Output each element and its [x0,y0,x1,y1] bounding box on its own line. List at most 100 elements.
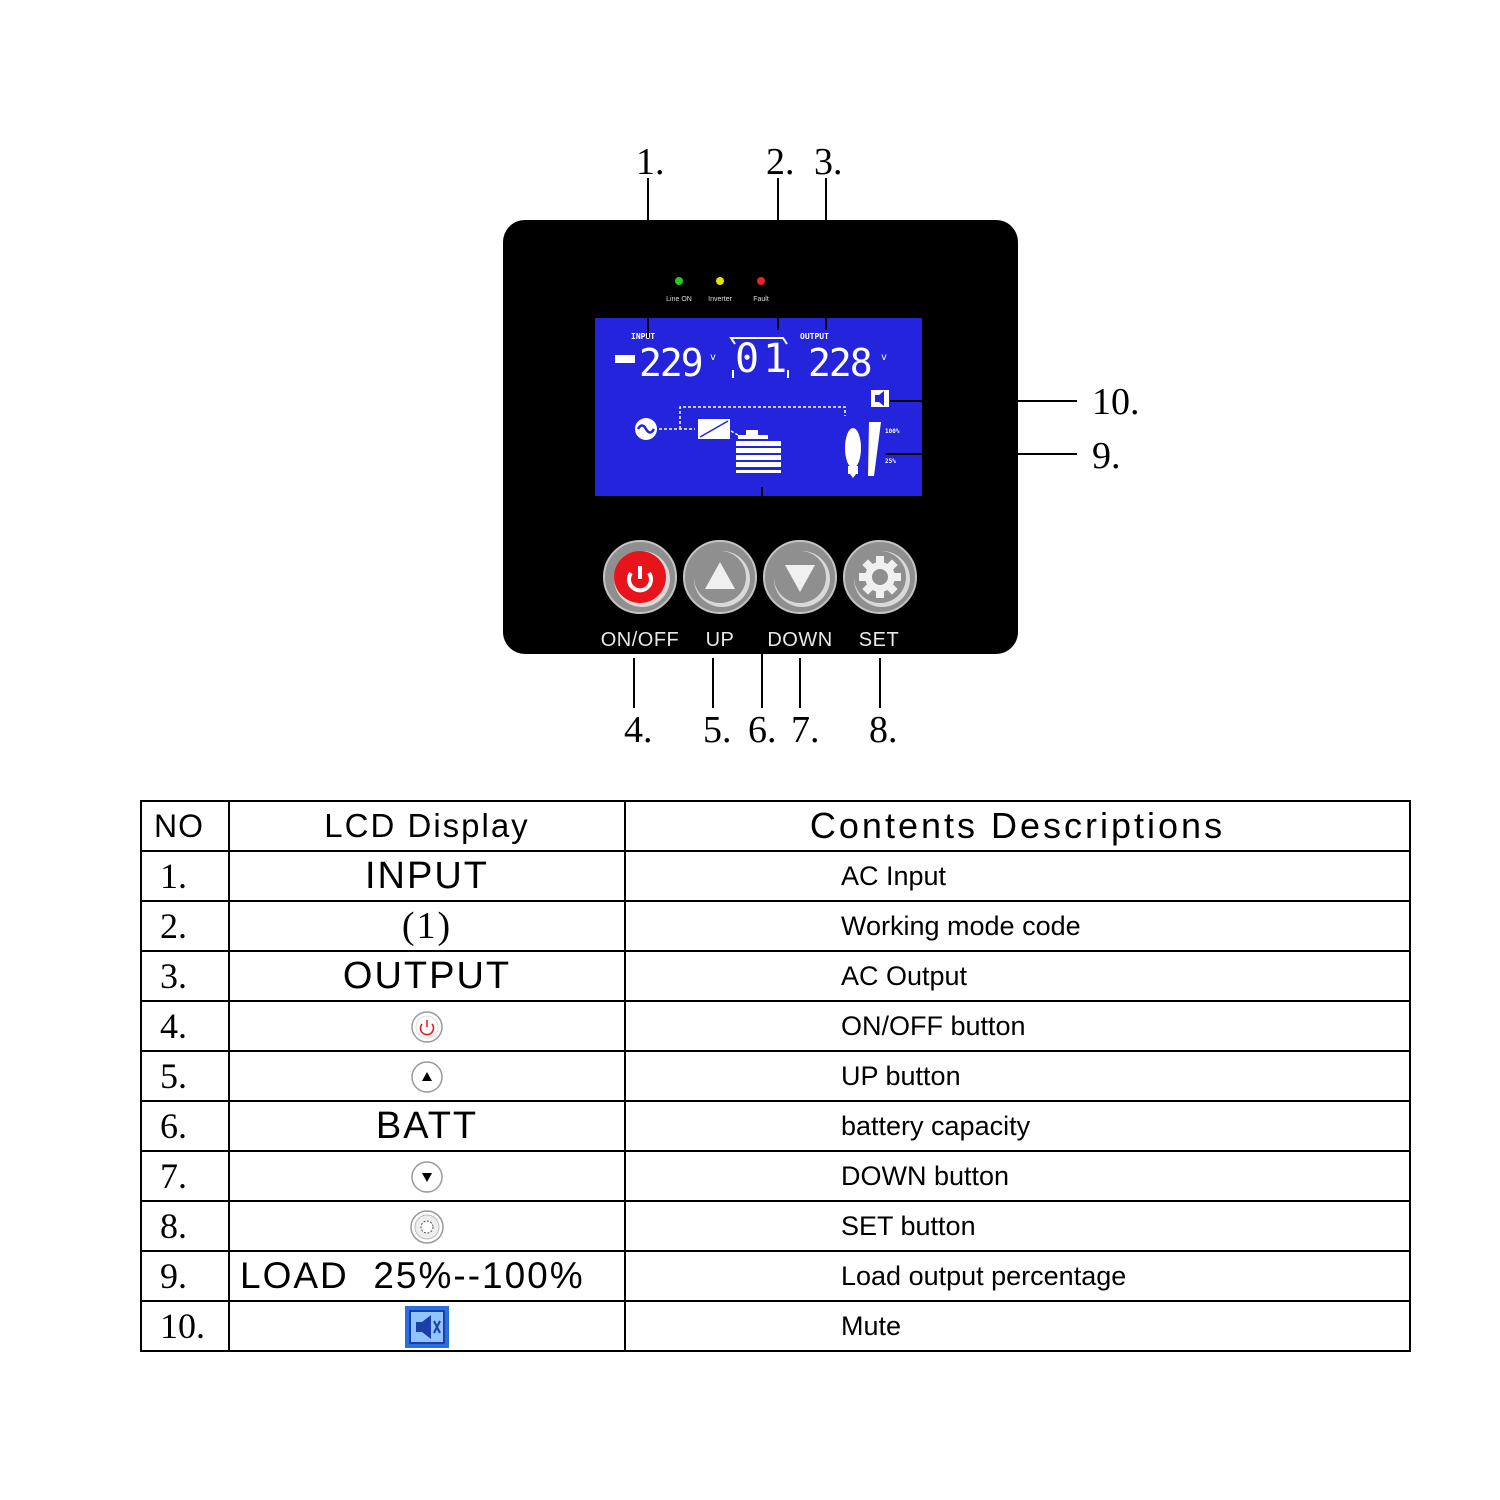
table-row: 7. DOWN button [140,1150,1411,1202]
row-no: 9. [140,1250,230,1302]
down-label: DOWN [767,629,833,651]
led-line-on [675,277,683,285]
header-contents-descriptions: Contents Descriptions [624,800,1411,852]
row-lcd: OUTPUT [228,950,626,1002]
lcd-batt-chip-icon [615,355,635,363]
lcd-output-value: 228 [808,341,873,385]
table-row: 3. OUTPUT AC Output [140,950,1411,1002]
row-desc: Mute [624,1300,1411,1352]
up-arrow-icon [694,551,746,603]
up-label: UP [705,629,735,651]
mode-bracket-icon [729,337,789,378]
row-no: 1. [140,850,230,902]
callout-6: 6. [748,709,777,751]
led-fault [757,277,765,285]
leader-line-5 [712,658,714,708]
power-icon [411,1011,443,1044]
leader-line-3 [825,178,827,330]
callout-10: 10. [1092,381,1140,423]
row-lcd [228,1150,626,1202]
row-no: 3. [140,950,230,1002]
up-arrow-icon [411,1061,443,1094]
callout-7: 7. [791,709,820,751]
battery-block-icon [736,430,781,473]
row-lcd [228,1200,626,1252]
header-lcd-display: LCD Display [228,800,626,852]
mute-icon [405,1305,449,1348]
row-desc: ON/OFF button [624,1000,1411,1052]
row-lcd [228,1000,626,1052]
callout-5: 5. [703,709,732,751]
set-label: SET [858,629,900,651]
table-header-row: NO LCD Display Contents Descriptions [140,800,1411,852]
table-row: 6. BATT battery capacity [140,1100,1411,1152]
lcd-mute-icon [871,390,889,407]
down-arrow-icon [774,551,826,603]
set-button[interactable] [843,540,917,614]
gear-icon [410,1210,444,1245]
leader-line-7 [799,658,801,708]
leader-line-10 [890,400,1077,402]
ac-source-icon [635,418,657,440]
callout-3: 3. [814,141,843,183]
row-desc: DOWN button [624,1150,1411,1202]
row-desc: AC Input [624,850,1411,902]
row-lcd [228,1300,626,1352]
callout-8: 8. [869,709,898,751]
leader-line-8 [879,658,881,708]
leader-line-1 [647,178,649,338]
lcd-input-value: 229 [639,341,704,385]
row-desc: Working mode code [624,900,1411,952]
load-meter-icon [868,422,881,476]
lcd-mode-code: 01 [735,336,792,382]
table-row: 8. SET button [140,1200,1411,1252]
led-label-line-on: Line ON [666,296,692,303]
callout-1: 1. [636,141,665,183]
table-row: 1. INPUT AC Input [140,850,1411,902]
on-off-label: ON/OFF [600,629,680,651]
power-icon [614,551,666,603]
leader-line-9 [886,453,1077,455]
lcd-input-unit: v [710,352,717,363]
row-no: 2. [140,900,230,952]
table-row: 2. (1) Working mode code [140,900,1411,952]
row-no: 5. [140,1050,230,1102]
lcd-output-label: OUTPUT [800,332,829,341]
leader-line-6 [761,487,763,708]
row-desc: Load output percentage [624,1250,1411,1302]
row-desc: AC Output [624,950,1411,1002]
row-lcd: INPUT [228,850,626,902]
row-no: 7. [140,1150,230,1202]
on-off-button[interactable] [603,540,677,614]
row-no: 6. [140,1100,230,1152]
up-button[interactable] [683,540,757,614]
row-no: 10. [140,1300,230,1352]
table-row: 5. UP button [140,1050,1411,1102]
row-desc: UP button [624,1050,1411,1102]
leader-line-4 [633,658,635,708]
description-table: NO LCD Display Contents Descriptions 1. … [140,800,1411,1352]
gear-icon [854,551,906,603]
inverter-icon [698,419,730,439]
row-lcd [228,1050,626,1102]
callout-4: 4. [624,709,653,751]
led-inverter [716,277,724,285]
table-row: 4. ON/OFF button [140,1000,1411,1052]
down-button[interactable] [763,540,837,614]
bulb-load-icon [845,428,861,478]
down-arrow-icon [411,1161,443,1194]
row-no: 4. [140,1000,230,1052]
callout-2: 2. [766,141,795,183]
leader-line-2 [777,178,779,330]
lcd-output-unit: v [881,352,888,363]
led-label-fault: Fault [753,296,769,303]
row-no: 8. [140,1200,230,1252]
lcd-load-low: 25% [885,458,896,465]
row-lcd: LOAD 25%--100% [228,1250,626,1302]
callout-9: 9. [1092,435,1121,477]
lcd-load-high: 100% [885,428,900,435]
row-lcd: (1) [228,900,626,952]
row-desc: battery capacity [624,1100,1411,1152]
header-no: NO [140,800,230,852]
table-row: 10. Mute [140,1300,1411,1352]
